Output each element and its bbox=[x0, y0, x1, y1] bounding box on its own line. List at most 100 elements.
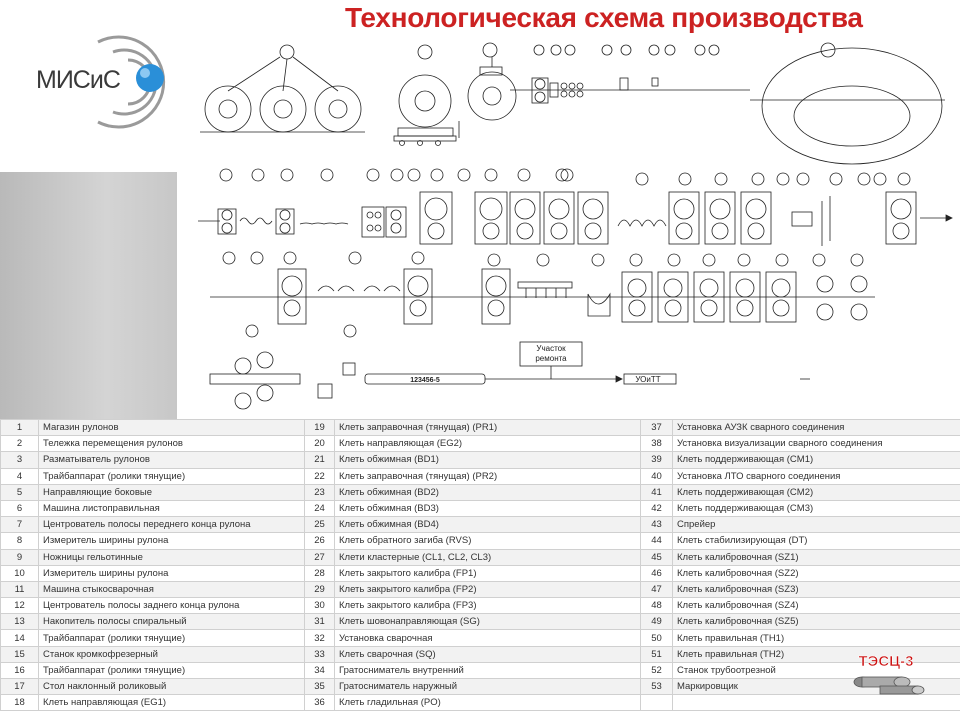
legend-number: 2 bbox=[0, 435, 39, 453]
legend-description: Клеть правильная (TH1) bbox=[672, 629, 960, 647]
legend-description: Клеть заправочная (тянущая) (PR1) bbox=[334, 418, 641, 437]
legend-number: 7 bbox=[0, 516, 39, 534]
legend-description bbox=[672, 694, 960, 712]
legend-number: 51 bbox=[640, 645, 673, 663]
strip-accumulator-icon bbox=[750, 42, 945, 165]
forming-line-row2-icon bbox=[198, 168, 953, 246]
legend-description: Тележка перемещения рулонов bbox=[38, 435, 305, 453]
legend-number: 34 bbox=[304, 661, 335, 680]
legend-number: 4 bbox=[0, 467, 39, 485]
legend-number: 20 bbox=[304, 435, 335, 453]
coil-cart-icon bbox=[393, 44, 460, 146]
legend-number: 29 bbox=[304, 580, 335, 599]
legend-description: Направляющие боковые bbox=[38, 483, 305, 501]
legend-number: 16 bbox=[0, 661, 39, 680]
legend-description: Ножницы гельотинные bbox=[38, 548, 305, 566]
pipe-mark-label: 123456-5 bbox=[410, 377, 440, 384]
legend-description: Клеть поддерживающая (CM3) bbox=[672, 499, 960, 518]
legend-description: Клеть стабилизирующая (DT) bbox=[672, 532, 960, 550]
legend-number: 13 bbox=[0, 613, 39, 631]
legend-description: Клеть закрытого калибра (FP2) bbox=[334, 580, 641, 599]
legend-description: Установка сварочная bbox=[334, 629, 641, 647]
legend-number: 38 bbox=[640, 435, 673, 453]
logo-rings-icon bbox=[97, 35, 166, 129]
legend-number: 53 bbox=[640, 677, 673, 696]
legend-number: 44 bbox=[640, 532, 673, 550]
legend-number: 18 bbox=[0, 694, 39, 712]
legend-number: 35 bbox=[304, 677, 335, 696]
legend-description: Клеть обжимная (BD2) bbox=[334, 483, 641, 501]
legend-number: 46 bbox=[640, 564, 673, 582]
legend-number: 11 bbox=[0, 580, 39, 599]
legend-number: 36 bbox=[304, 694, 335, 712]
legend-description: Машина листоправильная bbox=[38, 499, 305, 518]
legend-description: Станок кромкофрезерный bbox=[38, 645, 305, 663]
legend-number: 8 bbox=[0, 532, 39, 550]
legend-number: 47 bbox=[640, 580, 673, 599]
legend-number: 21 bbox=[304, 451, 335, 469]
legend-description: Клеть направляющая (EG1) bbox=[38, 694, 305, 712]
legend-number: 27 bbox=[304, 548, 335, 566]
legend-number bbox=[640, 694, 673, 712]
legend-description: Клеть шовонаправляющая (SG) bbox=[334, 613, 641, 631]
legend-description: Клеть закрытого калибра (FP3) bbox=[334, 597, 641, 615]
gray-panel bbox=[0, 172, 177, 422]
legend-description: Установка АУЗК сварного соединения bbox=[672, 418, 960, 437]
pipe-logo-icon: ТЭСЦ-3 bbox=[853, 653, 925, 695]
legend-description: Станок трубоотрезной bbox=[672, 661, 960, 680]
legend-description: Клеть поддерживающая (CM2) bbox=[672, 483, 960, 501]
legend-number: 5 bbox=[0, 483, 39, 501]
legend-number: 6 bbox=[0, 499, 39, 518]
legend-description: Клеть заправочная (тянущая) (PR2) bbox=[334, 467, 641, 485]
legend-description: Клеть сварочная (SQ) bbox=[334, 645, 641, 663]
legend-description: Клеть обжимная (BD1) bbox=[334, 451, 641, 469]
legend-description: Центрователь полосы заднего конца рулона bbox=[38, 597, 305, 615]
legend-description: Измеритель ширины рулона bbox=[38, 532, 305, 550]
legend-number: 9 bbox=[0, 548, 39, 566]
legend-number: 25 bbox=[304, 516, 335, 534]
legend-number: 24 bbox=[304, 499, 335, 518]
uncoiler-icon bbox=[467, 42, 517, 121]
legend-description: Клеть калибровочная (SZ1) bbox=[672, 548, 960, 566]
legend-number: 15 bbox=[0, 645, 39, 663]
legend-number: 12 bbox=[0, 597, 39, 615]
legend-description: Клеть калибровочная (SZ5) bbox=[672, 613, 960, 631]
legend-description: Клеть поддерживающая (CM1) bbox=[672, 451, 960, 469]
legend-number: 41 bbox=[640, 483, 673, 501]
legend-description: Машина стыкосварочная bbox=[38, 580, 305, 599]
legend-description: Центрователь полосы переднего конца руло… bbox=[38, 516, 305, 534]
legend-number: 32 bbox=[304, 629, 335, 647]
legend-number: 52 bbox=[640, 661, 673, 680]
tesc-badge-text: ТЭСЦ-3 bbox=[859, 653, 914, 670]
legend-number: 14 bbox=[0, 629, 39, 647]
legend-description: Клеть калибровочная (SZ4) bbox=[672, 597, 960, 615]
legend-description: Гратосниматель наружный bbox=[334, 677, 641, 696]
legend-description: Трайбаппарат (ролики тянущие) bbox=[38, 467, 305, 485]
legend-number: 30 bbox=[304, 597, 335, 615]
repair-label-line1: Участок bbox=[536, 344, 566, 353]
legend-description: Клеть гладильная (PO) bbox=[334, 694, 641, 712]
process-diagram: Участок ремонта 123456-5 УОиТТ bbox=[180, 36, 960, 421]
legend-description: Клеть обжимная (BD4) bbox=[334, 516, 641, 534]
cutoff-marking-row4-icon bbox=[209, 324, 810, 410]
legend-number: 1 bbox=[0, 418, 39, 437]
legend-number: 43 bbox=[640, 516, 673, 534]
legend-number: 39 bbox=[640, 451, 673, 469]
legend-number: 31 bbox=[304, 613, 335, 631]
legend-description: Клеть обратного загиба (RVS) bbox=[334, 532, 641, 550]
legend-description: Трайбаппарат (ролики тянущие) bbox=[38, 629, 305, 647]
page-title: Технологическая схема производства bbox=[345, 2, 863, 33]
